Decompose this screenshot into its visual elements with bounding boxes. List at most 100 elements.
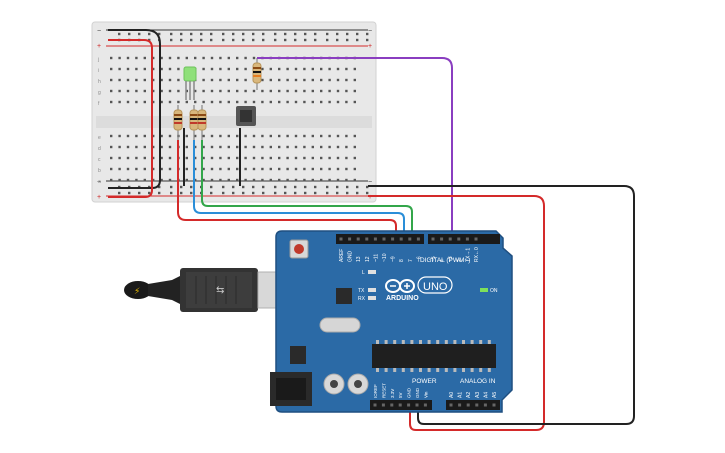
breadboard-hole[interactable] [110,167,113,171]
breadboard-hole[interactable] [269,167,272,171]
breadboard-hole[interactable] [252,89,256,93]
breadboard-hole[interactable] [294,89,298,93]
breadboard-hole[interactable] [328,178,331,182]
header-pin[interactable] [399,237,403,241]
breadboard-rail-hole[interactable] [294,38,297,42]
breadboard-hole[interactable] [294,178,298,182]
breadboard-hole[interactable] [126,167,130,171]
breadboard-hole[interactable] [261,167,264,171]
breadboard-hole[interactable] [269,145,272,149]
breadboard-hole[interactable] [353,67,356,71]
breadboard-hole[interactable] [118,178,121,182]
breadboard-hole[interactable] [160,78,163,82]
header-pin[interactable] [492,403,496,407]
breadboard-hole[interactable] [160,56,163,60]
breadboard-hole[interactable] [252,178,256,182]
breadboard-hole[interactable] [261,78,264,82]
breadboard-rail-hole[interactable] [210,185,213,189]
breadboard-hole[interactable] [110,56,113,60]
breadboard-hole[interactable] [168,145,172,149]
breadboard-hole[interactable] [126,56,130,60]
breadboard-hole[interactable] [252,100,256,104]
breadboard-hole[interactable] [143,178,146,182]
breadboard-rail-hole[interactable] [242,185,245,189]
breadboard-hole[interactable] [227,78,230,82]
breadboard-hole[interactable] [210,89,214,93]
breadboard-rail-hole[interactable] [252,185,255,189]
breadboard-hole[interactable] [219,156,222,160]
breadboard-hole[interactable] [143,100,146,104]
breadboard-hole[interactable] [202,89,205,93]
header-pin[interactable] [458,403,462,407]
breadboard-hole[interactable] [303,67,306,71]
breadboard-hole[interactable] [244,134,247,138]
breadboard-hole[interactable] [320,145,323,149]
breadboard-hole[interactable] [311,100,314,104]
breadboard-hole[interactable] [227,145,230,149]
breadboard-hole[interactable] [336,156,340,160]
breadboard-hole[interactable] [269,156,272,160]
breadboard-hole[interactable] [126,178,130,182]
resistor[interactable] [173,105,183,140]
breadboard-hole[interactable] [177,56,180,60]
breadboard-hole[interactable] [353,89,356,93]
breadboard-hole[interactable] [168,167,172,171]
breadboard[interactable]: − + − + − + − + j i h g f e d c b a [91,21,377,203]
breadboard-hole[interactable] [160,178,163,182]
breadboard-rail-hole[interactable] [314,191,317,195]
breadboard-hole[interactable] [202,56,205,60]
breadboard-hole[interactable] [160,89,163,93]
breadboard-hole[interactable] [336,89,340,93]
breadboard-rail-hole[interactable] [326,32,329,36]
breadboard-hole[interactable] [353,145,356,149]
breadboard-rail-hole[interactable] [242,38,245,42]
breadboard-hole[interactable] [152,145,155,149]
breadboard-hole[interactable] [118,156,121,160]
breadboard-hole[interactable] [202,167,205,171]
breadboard-hole[interactable] [194,56,197,60]
breadboard-hole[interactable] [185,56,188,60]
header-pin[interactable] [373,403,377,407]
header-pin[interactable] [448,237,452,241]
breadboard-hole[interactable] [303,178,306,182]
header-pin[interactable] [381,403,385,407]
breadboard-hole[interactable] [118,100,121,104]
breadboard-rail-hole[interactable] [356,38,359,42]
breadboard-hole[interactable] [177,89,180,93]
breadboard-rail-hole[interactable] [222,191,225,195]
breadboard-hole[interactable] [219,167,222,171]
breadboard-hole[interactable] [152,89,155,93]
breadboard-hole[interactable] [236,145,239,149]
breadboard-hole[interactable] [210,67,214,71]
breadboard-hole[interactable] [219,78,222,82]
header-pin[interactable] [466,403,470,407]
breadboard-hole[interactable] [135,89,138,93]
header-pin[interactable] [416,237,420,241]
breadboard-hole[interactable] [236,67,239,71]
breadboard-hole[interactable] [227,56,230,60]
wire-gnd-power[interactable] [368,185,635,425]
breadboard-hole[interactable] [252,167,256,171]
header-pin[interactable] [356,237,360,241]
breadboard-hole[interactable] [160,145,163,149]
breadboard-rail-hole[interactable] [284,185,287,189]
breadboard-hole[interactable] [168,100,172,104]
breadboard-hole[interactable] [303,89,306,93]
breadboard-hole[interactable] [320,178,323,182]
breadboard-hole[interactable] [328,145,331,149]
breadboard-hole[interactable] [110,67,113,71]
breadboard-hole[interactable] [110,156,113,160]
breadboard-rail-hole[interactable] [158,32,161,36]
breadboard-hole[interactable] [286,178,289,182]
breadboard-hole[interactable] [336,67,340,71]
breadboard-hole[interactable] [143,78,146,82]
breadboard-hole[interactable] [294,67,298,71]
breadboard-rail-hole[interactable] [304,191,307,195]
breadboard-hole[interactable] [236,89,239,93]
breadboard-hole[interactable] [303,100,306,104]
breadboard-rail-hole[interactable] [138,191,141,195]
breadboard-rail-hole[interactable] [346,191,349,195]
header-pin[interactable] [365,237,369,241]
reset-button[interactable] [294,244,304,254]
breadboard-rail-hole[interactable] [304,32,307,36]
